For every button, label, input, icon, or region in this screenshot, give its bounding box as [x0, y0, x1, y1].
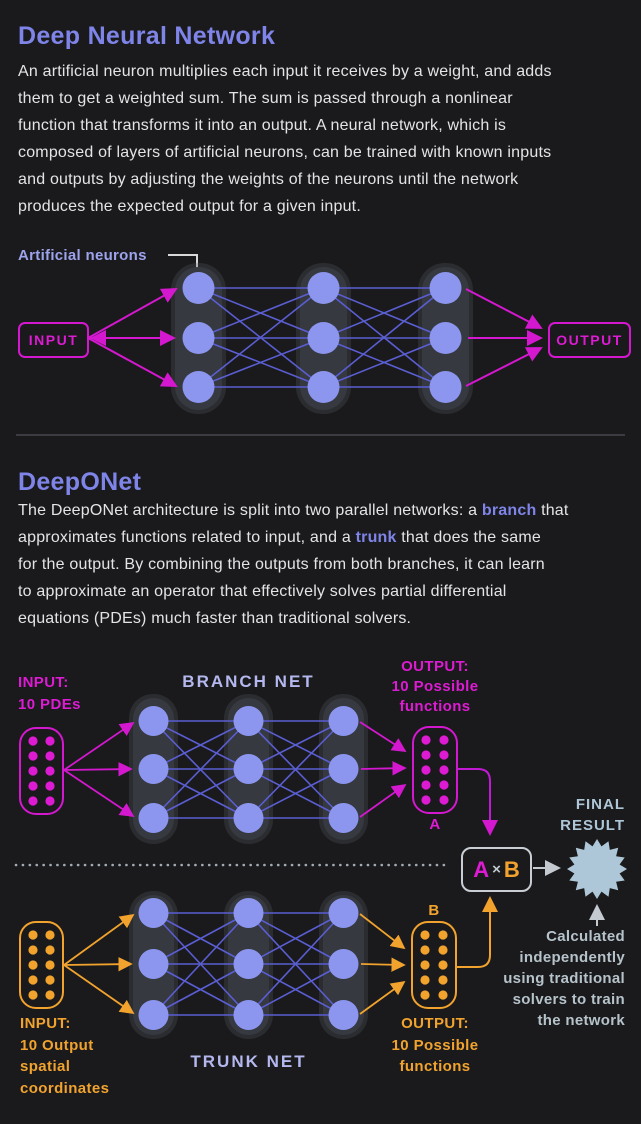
artificial-neurons-label: Artificial neurons [18, 247, 147, 264]
trunk-output-vector-b [411, 921, 457, 1009]
deeponet-paragraph-seg3: that does the same for the output. By co… [18, 529, 545, 627]
solver-note: Calculated independently using tradition… [503, 928, 625, 1029]
starburst-icon [567, 839, 627, 899]
multiply-icon: × [492, 861, 501, 878]
dnn-network-diagram [87, 254, 543, 414]
branch-input-arrows [63, 721, 135, 817]
dnn-input-box-label: INPUT [28, 332, 79, 348]
trunk-input-arrows [63, 913, 135, 1015]
dnn-neurons [182, 272, 462, 403]
trunk-input-label: INPUT: 10 Output spatial coordinates [20, 1015, 110, 1097]
combine-box: A × B [461, 847, 532, 892]
branch-net-label: BRANCH NET [182, 672, 315, 691]
dnn-output-box-label: OUTPUT [556, 332, 623, 348]
final-result-label: FINAL RESULT [560, 796, 625, 834]
dnn-connections [197, 287, 446, 388]
branch-output-arrows [359, 721, 407, 818]
trunk-keyword: trunk [355, 529, 397, 546]
deeponet-paragraph-seg2: that approximates functions related to i… [18, 502, 569, 546]
branch-keyword: branch [481, 502, 537, 519]
b-to-combine-connector [455, 896, 498, 968]
vector-a-label: A [429, 816, 441, 833]
branch-neurons [138, 706, 359, 833]
combine-b: B [503, 856, 520, 882]
trunk-output-arrows [359, 913, 406, 1015]
deeponet-paragraph-seg1: The DeepONet architecture is split into … [18, 502, 482, 519]
vector-b-label: B [428, 902, 440, 919]
trunk-output-label: OUTPUT: 10 Possible functions [391, 1015, 479, 1075]
dnn-output-box: OUTPUT [548, 322, 631, 358]
dnn-paragraph: An artificial neuron multiplies each inp… [18, 63, 552, 215]
dnn-input-arrows [87, 288, 178, 387]
trunk-input-vector [19, 921, 64, 1009]
branch-input-vector [19, 727, 64, 815]
section-divider [16, 434, 625, 436]
deeponet-title: DeepONet [18, 468, 142, 496]
deeponet-diagram [14, 694, 627, 1039]
branch-input-label: INPUT: 10 PDEs [18, 674, 81, 713]
trunk-neurons [138, 898, 359, 1030]
dnn-title: Deep Neural Network [18, 22, 276, 50]
branch-output-label: OUTPUT: 10 Possible functions [391, 658, 479, 715]
branch-output-vector-a [412, 726, 458, 814]
branch-connections [152, 720, 344, 819]
a-to-combine-connector [457, 768, 498, 836]
trunk-net-label: TRUNK NET [190, 1052, 307, 1071]
deeponet-paragraph: The DeepONet architecture is split into … [18, 497, 630, 632]
trunk-connections [152, 912, 344, 1016]
dnn-input-box: INPUT [18, 322, 89, 358]
dnn-output-arrows [465, 288, 543, 387]
combine-a: A [473, 856, 490, 882]
